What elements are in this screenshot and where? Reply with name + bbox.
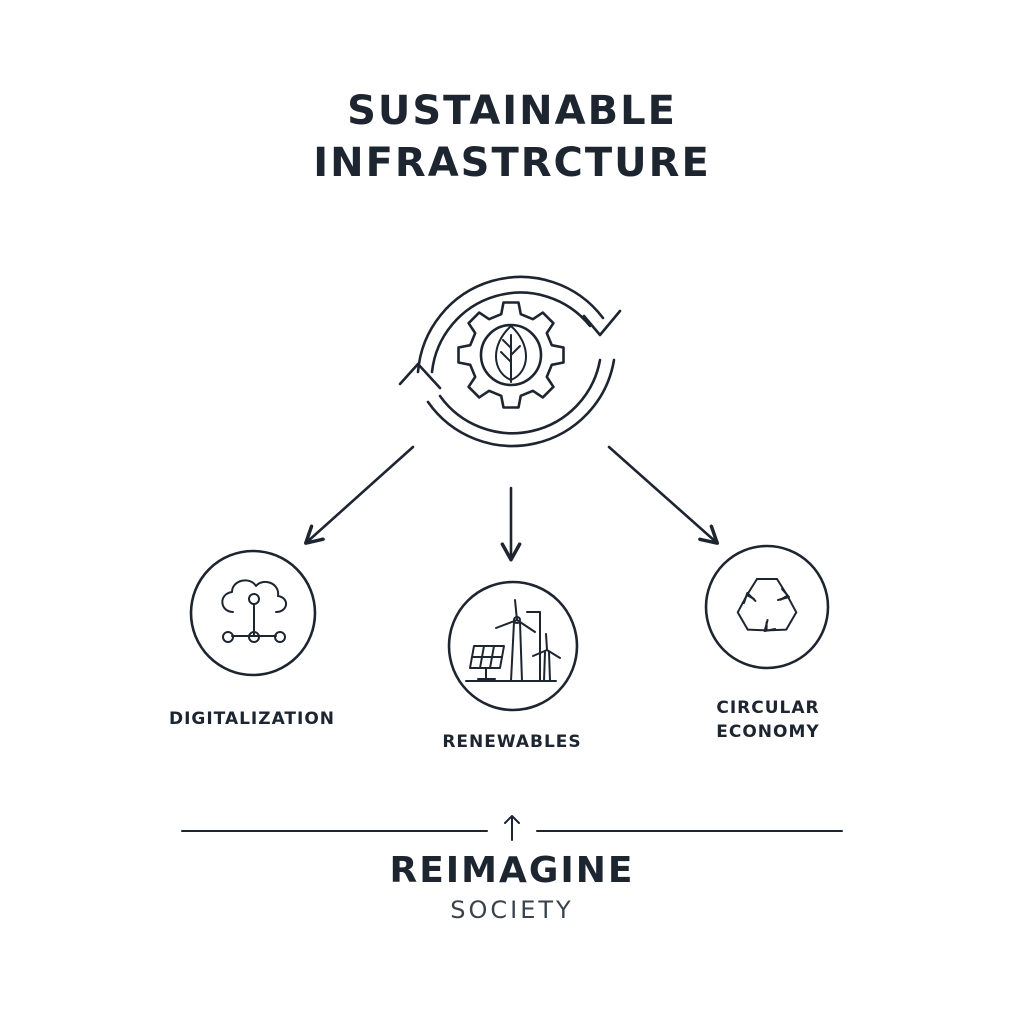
footer-divider	[181, 815, 843, 841]
circular-economy-label-line-2: ECONOMY	[716, 722, 820, 742]
footer-subtitle: SOCIETY	[450, 896, 574, 924]
gear-leaf-cycle-icon	[398, 275, 622, 448]
arrow-to-digitalization	[303, 445, 415, 545]
cloud-network-icon	[221, 579, 287, 643]
title-line-2: INFRASTRCTURE	[313, 140, 711, 186]
digitalization-node	[189, 549, 317, 677]
circular-economy-label-line-1: CIRCULAR	[716, 698, 820, 718]
arrow-to-circular-economy	[607, 445, 720, 545]
renewables-node	[447, 580, 579, 712]
circular-economy-label: CIRCULAR ECONOMY	[668, 696, 868, 744]
title-line-1: SUSTAINABLE	[347, 88, 677, 134]
digitalization-label: DIGITALIZATION	[168, 709, 336, 729]
wind-solar-icon	[465, 599, 561, 682]
circular-economy-node	[704, 544, 830, 670]
cycle-arrows-icon	[398, 275, 622, 448]
leaf-icon	[495, 325, 527, 383]
recycle-icon	[730, 578, 803, 642]
footer-title: REIMAGINE	[389, 850, 635, 891]
renewables-label: RENEWABLES	[442, 732, 582, 752]
